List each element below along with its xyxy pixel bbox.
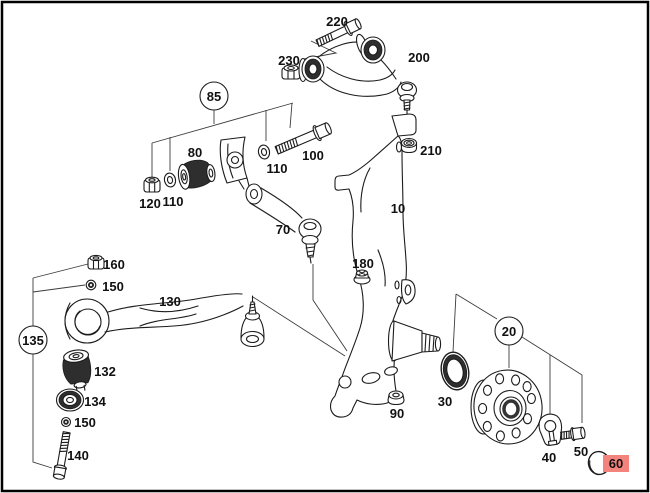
callout-134[interactable]: 134	[84, 394, 106, 409]
nut-210	[400, 137, 418, 154]
callout-60-highlighted[interactable]: 60	[609, 456, 623, 471]
washer-150-top	[85, 279, 97, 291]
callout-10[interactable]: 10	[391, 201, 405, 216]
callout-140[interactable]: 140	[67, 448, 89, 463]
lower-control-arm-130	[64, 293, 265, 348]
callout-80[interactable]: 80	[188, 145, 202, 160]
callout-70[interactable]: 70	[276, 222, 290, 237]
nut-160	[87, 254, 105, 270]
nut-230	[281, 64, 301, 80]
callout-50[interactable]: 50	[574, 444, 588, 459]
callout-210[interactable]: 210	[420, 143, 442, 158]
nut-180	[353, 269, 371, 285]
callout-40[interactable]: 40	[542, 450, 556, 465]
callout-110-left[interactable]: 110	[163, 194, 184, 209]
callout-circle-85	[199, 81, 229, 111]
cup-washer-134	[55, 388, 85, 412]
callout-100[interactable]: 100	[302, 148, 324, 163]
callout-135[interactable]: 135	[22, 333, 44, 348]
upper-control-arm-200	[298, 33, 418, 115]
bolt-50	[560, 426, 586, 442]
callout-circle-20	[494, 316, 524, 346]
bolt-100	[274, 122, 332, 155]
callout-30[interactable]: 30	[438, 394, 452, 409]
callout-132[interactable]: 132	[94, 364, 116, 379]
nut-120	[143, 176, 161, 193]
callout-150-top[interactable]: 150	[102, 279, 124, 294]
callout-180[interactable]: 180	[352, 256, 374, 271]
callout-110-right[interactable]: 110	[267, 161, 288, 176]
clamp-40	[538, 413, 563, 446]
callout-160[interactable]: 160	[103, 257, 125, 272]
bushing-132	[62, 349, 92, 392]
callout-220[interactable]: 220	[326, 14, 348, 29]
callout-20[interactable]: 20	[502, 324, 516, 339]
callout-circle-135	[18, 325, 48, 355]
callout-120[interactable]: 120	[139, 196, 161, 211]
nut-90	[387, 390, 405, 406]
strut-arm-70	[219, 136, 322, 264]
callout-230[interactable]: 230	[278, 53, 300, 68]
callout-130[interactable]: 130	[159, 294, 181, 309]
washer-150-bottom	[60, 416, 72, 428]
callout-200[interactable]: 200	[408, 50, 430, 65]
washer-110-left	[163, 172, 177, 188]
callout-90[interactable]: 90	[390, 406, 404, 421]
bolt-220	[315, 18, 362, 47]
callout-60-highlight	[603, 455, 629, 472]
washer-110-right	[257, 144, 271, 160]
bushing-80	[177, 159, 216, 190]
wheel-hub-20	[470, 369, 543, 445]
callout-150-bottom[interactable]: 150	[74, 415, 96, 430]
seal-ring-30	[440, 351, 470, 391]
callout-85[interactable]: 85	[207, 89, 221, 104]
steering-knuckle-10	[329, 113, 442, 418]
bolt-140	[52, 431, 71, 480]
